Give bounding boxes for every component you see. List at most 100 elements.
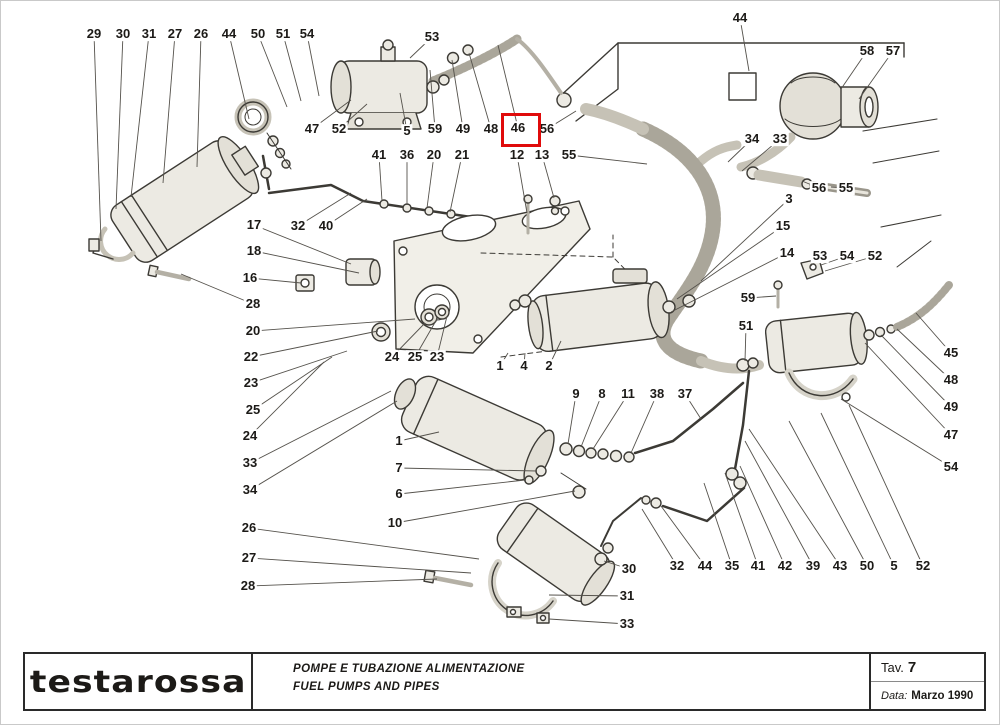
pressure-accumulator: [779, 72, 879, 140]
part-number-46: 46: [508, 120, 528, 136]
part-number-56: 56: [809, 180, 829, 196]
part-number-28: 28: [243, 296, 263, 312]
part-number-17: 17: [244, 217, 264, 233]
part-number-49: 49: [941, 399, 961, 415]
part-number-54: 54: [837, 248, 857, 264]
part-number-21: 21: [452, 147, 472, 163]
main-pump: [393, 375, 635, 499]
part-number-10: 10: [385, 515, 405, 531]
part-number-53: 53: [810, 248, 830, 264]
part-number-44: 44: [219, 26, 239, 42]
part-number-23: 23: [241, 375, 261, 391]
part-number-27: 27: [165, 26, 185, 42]
part-number-20: 20: [243, 323, 263, 339]
part-number-32: 32: [667, 558, 687, 574]
part-number-5: 5: [888, 558, 900, 574]
part-number-29: 29: [84, 26, 104, 42]
part-number-22: 22: [241, 349, 261, 365]
part-number-52: 52: [913, 558, 933, 574]
part-number-15: 15: [773, 218, 793, 234]
part-number-31: 31: [617, 588, 637, 604]
title-italian: POMPE E TUBAZIONE ALIMENTAZIONE: [293, 663, 525, 675]
part-number-11: 11: [619, 386, 637, 402]
part-number-35: 35: [722, 558, 742, 574]
part-number-42: 42: [775, 558, 795, 574]
part-number-26: 26: [239, 520, 259, 536]
part-number-5: 5: [401, 123, 413, 139]
testarossa-logo: testarossa: [29, 663, 247, 700]
part-number-41: 41: [369, 147, 389, 163]
part-number-44: 44: [695, 558, 715, 574]
part-number-30: 30: [619, 561, 639, 577]
part-number-26: 26: [191, 26, 211, 42]
part-number-36: 36: [397, 147, 417, 163]
part-number-50: 50: [857, 558, 877, 574]
part-number-7: 7: [393, 460, 405, 476]
part-number-34: 34: [742, 131, 762, 147]
table-number-row: Tav. 7: [871, 654, 984, 682]
part-number-27: 27: [239, 550, 259, 566]
part-number-20: 20: [424, 147, 444, 163]
part-number-41: 41: [748, 558, 768, 574]
part-number-23: 23: [427, 349, 447, 365]
part-number-30: 30: [113, 26, 133, 42]
part-number-6: 6: [393, 486, 405, 502]
part-number-9: 9: [570, 386, 582, 402]
part-number-50: 50: [248, 26, 268, 42]
part-number-57: 57: [883, 43, 903, 59]
part-number-2: 2: [543, 358, 555, 374]
part-number-45: 45: [941, 345, 961, 361]
part-number-14: 14: [777, 245, 797, 261]
part-number-18: 18: [244, 243, 264, 259]
part-number-51: 51: [736, 318, 756, 334]
date-row: Data: Marzo 1990: [871, 682, 984, 709]
part-number-40: 40: [316, 218, 336, 234]
part-number-54: 54: [941, 459, 961, 475]
part-number-16: 16: [240, 270, 260, 286]
part-number-34: 34: [240, 482, 260, 498]
part-number-25: 25: [243, 402, 263, 418]
part-number-25: 25: [405, 349, 425, 365]
table-info-box: Tav. 7 Data: Marzo 1990: [869, 654, 986, 709]
part-number-4: 4: [518, 358, 530, 374]
part-number-59: 59: [738, 290, 758, 306]
part-number-31: 31: [139, 26, 159, 42]
part-number-33: 33: [240, 455, 260, 471]
red-highlight-box: [501, 113, 541, 147]
part-number-52: 52: [865, 248, 885, 264]
part-number-1: 1: [393, 433, 405, 449]
part-number-48: 48: [481, 121, 501, 137]
part-number-47: 47: [941, 427, 961, 443]
part-number-54: 54: [297, 26, 317, 42]
part-number-55: 55: [559, 147, 579, 163]
left-silencer: [88, 136, 260, 282]
title-block: testarossa POMPE E TUBAZIONE ALIMENTAZIO…: [23, 652, 986, 711]
date-value: Marzo 1990: [911, 689, 974, 702]
tav-number: 7: [907, 659, 917, 676]
date-label: Data:: [881, 689, 908, 702]
tav-label: Tav.: [881, 660, 904, 675]
fuel-system-diagram: [88, 34, 953, 624]
part-number-12: 12: [507, 147, 527, 163]
part-number-32: 32: [288, 218, 308, 234]
part-number-24: 24: [382, 349, 402, 365]
part-number-1: 1: [494, 358, 506, 374]
part-number-49: 49: [453, 121, 473, 137]
part-number-33: 33: [770, 131, 790, 147]
logo-box: testarossa: [23, 654, 253, 709]
part-number-39: 39: [803, 558, 823, 574]
part-number-52: 52: [329, 121, 349, 137]
part-number-51: 51: [273, 26, 293, 42]
part-number-28: 28: [238, 578, 258, 594]
part-number-44: 44: [730, 10, 750, 26]
part-number-48: 48: [941, 372, 961, 388]
part-number-3: 3: [783, 191, 795, 207]
part-number-38: 38: [647, 386, 667, 402]
part-number-43: 43: [830, 558, 850, 574]
part-number-53: 53: [422, 29, 442, 45]
part-number-58: 58: [857, 43, 877, 59]
part-number-55: 55: [836, 180, 856, 196]
part-number-37: 37: [675, 386, 695, 402]
